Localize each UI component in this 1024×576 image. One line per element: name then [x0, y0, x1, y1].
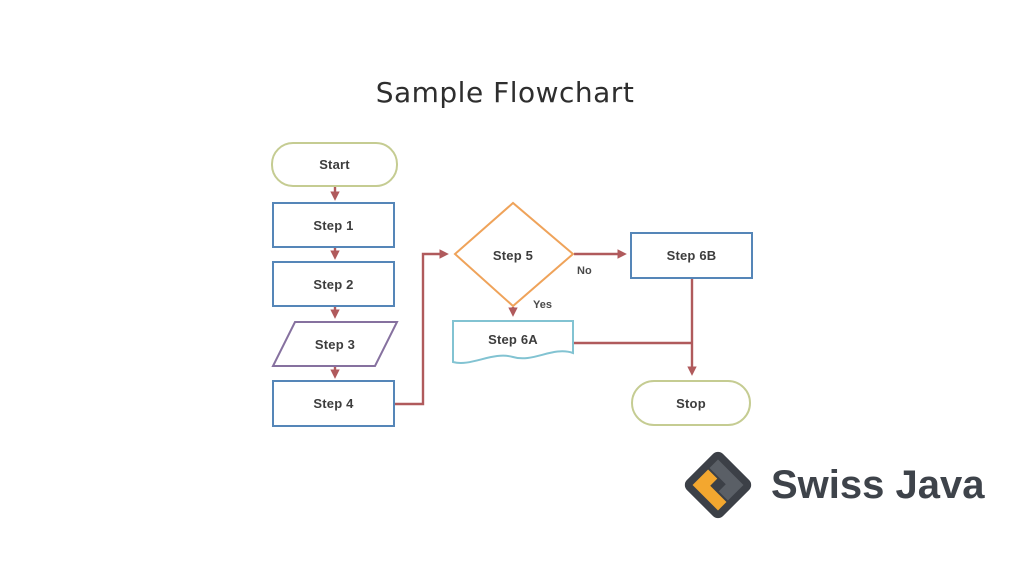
- stop-terminator-shape: [631, 380, 751, 426]
- connector-step4-step5: [395, 249, 449, 406]
- step4-label: Step 4: [313, 396, 354, 411]
- step6b-label: Step 6B: [666, 248, 717, 263]
- start-label: Start: [319, 157, 350, 172]
- step4-process-shape: [272, 380, 395, 427]
- step5-decision-shape: [453, 201, 575, 308]
- step6b-process-shape: [630, 232, 753, 279]
- step1-label: Step 1: [313, 217, 354, 233]
- step2-process-shape: [272, 261, 395, 307]
- stop-label: Stop: [676, 395, 706, 411]
- step3-label: Step 3: [314, 336, 356, 352]
- brand-name: Swiss Java: [771, 462, 985, 507]
- step2-label: Step 2: [313, 276, 354, 292]
- edge-label-yes: Yes: [533, 299, 552, 311]
- step6a-label: Step 6A: [488, 331, 538, 347]
- step3-data-shape: [271, 321, 399, 367]
- edge-label-no: No: [577, 265, 592, 277]
- step1-process-shape: [272, 202, 395, 248]
- step5-label: Step 5: [492, 247, 534, 263]
- start-terminator-shape: [271, 142, 398, 187]
- diagram-title: Sample Flowchart: [375, 76, 635, 109]
- swiss-java-logo-icon: [684, 451, 752, 519]
- brand-logo: Swiss Java: [677, 444, 985, 526]
- step6a-document-shape: [452, 320, 574, 364]
